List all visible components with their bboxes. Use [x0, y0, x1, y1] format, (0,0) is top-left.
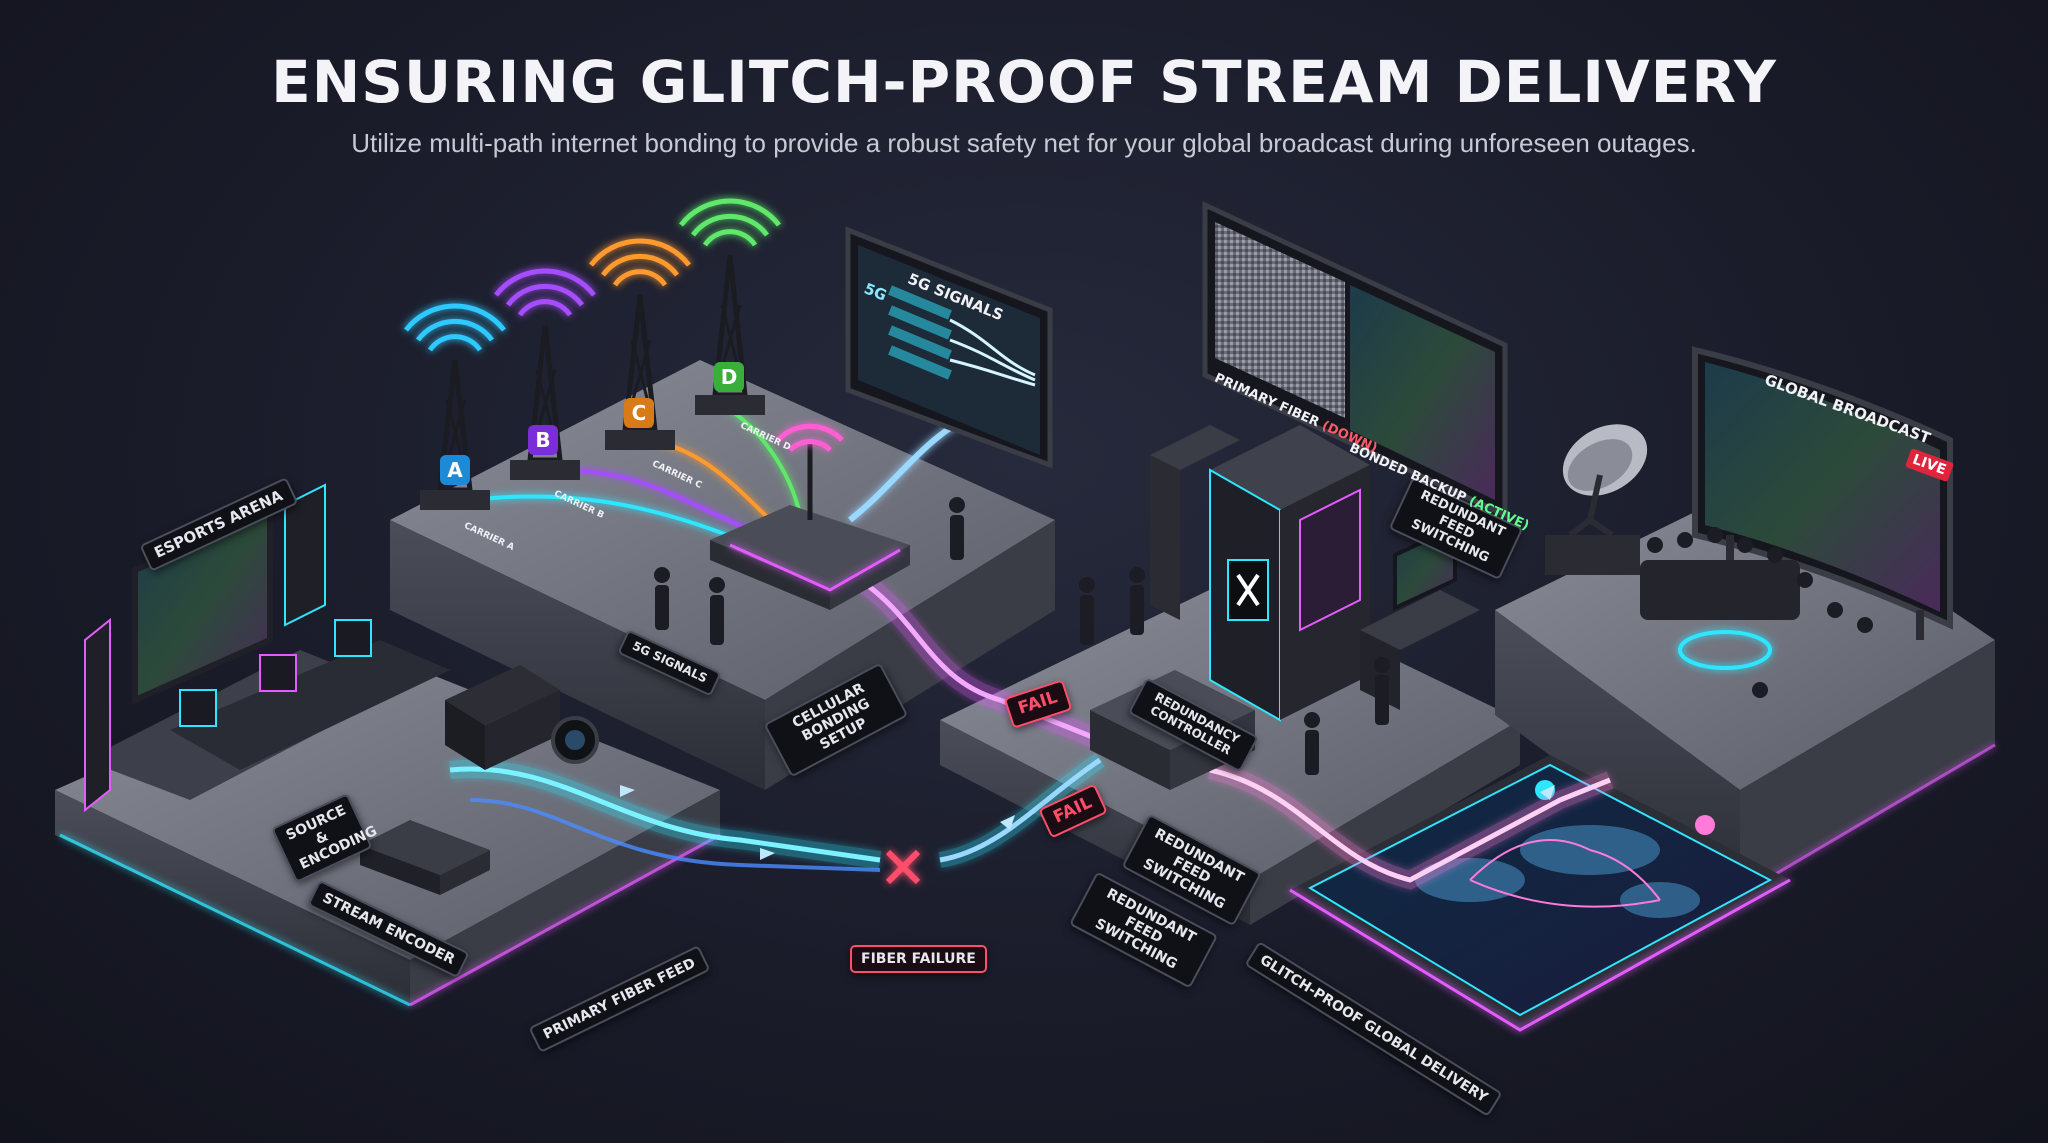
carrier-badge-b: B	[528, 425, 558, 455]
holo-pad	[1678, 630, 1772, 670]
broadcast-screen	[1692, 346, 1953, 640]
signals-screen	[845, 226, 1053, 469]
antenna-icon	[776, 423, 844, 452]
label-fiber-failure: FIBER FAILURE	[850, 945, 987, 974]
antenna-icon	[494, 268, 596, 317]
camera-icon	[445, 665, 599, 770]
carrier-tower-b	[494, 268, 596, 480]
fail-x-icon	[885, 849, 921, 885]
flow-arrows	[620, 785, 1555, 860]
world-map-icon	[1289, 755, 1791, 1032]
satellite-dish-icon	[1545, 424, 1648, 575]
page-title: ENSURING GLITCH-PROOF STREAM DELIVERY	[271, 48, 1777, 116]
carrier-badge-d: D	[714, 362, 744, 392]
antenna-icon	[589, 238, 691, 287]
people	[654, 497, 1873, 775]
carrier-tower-c	[589, 238, 691, 450]
cloud-icon	[1695, 815, 1715, 835]
stream-encoder	[360, 820, 490, 895]
carrier-tower-a	[404, 303, 506, 510]
carrier-badge-c: C	[624, 398, 654, 428]
bonding-router	[710, 423, 910, 610]
feed-monitor	[1202, 201, 1508, 519]
page-subtitle: Utilize multi-path internet bonding to p…	[351, 128, 1697, 158]
esports-arena	[84, 483, 450, 813]
carrier-badge-a: A	[440, 455, 470, 485]
antenna-icon	[404, 303, 506, 352]
antenna-icon	[679, 198, 781, 247]
server-rack	[1150, 425, 1370, 722]
